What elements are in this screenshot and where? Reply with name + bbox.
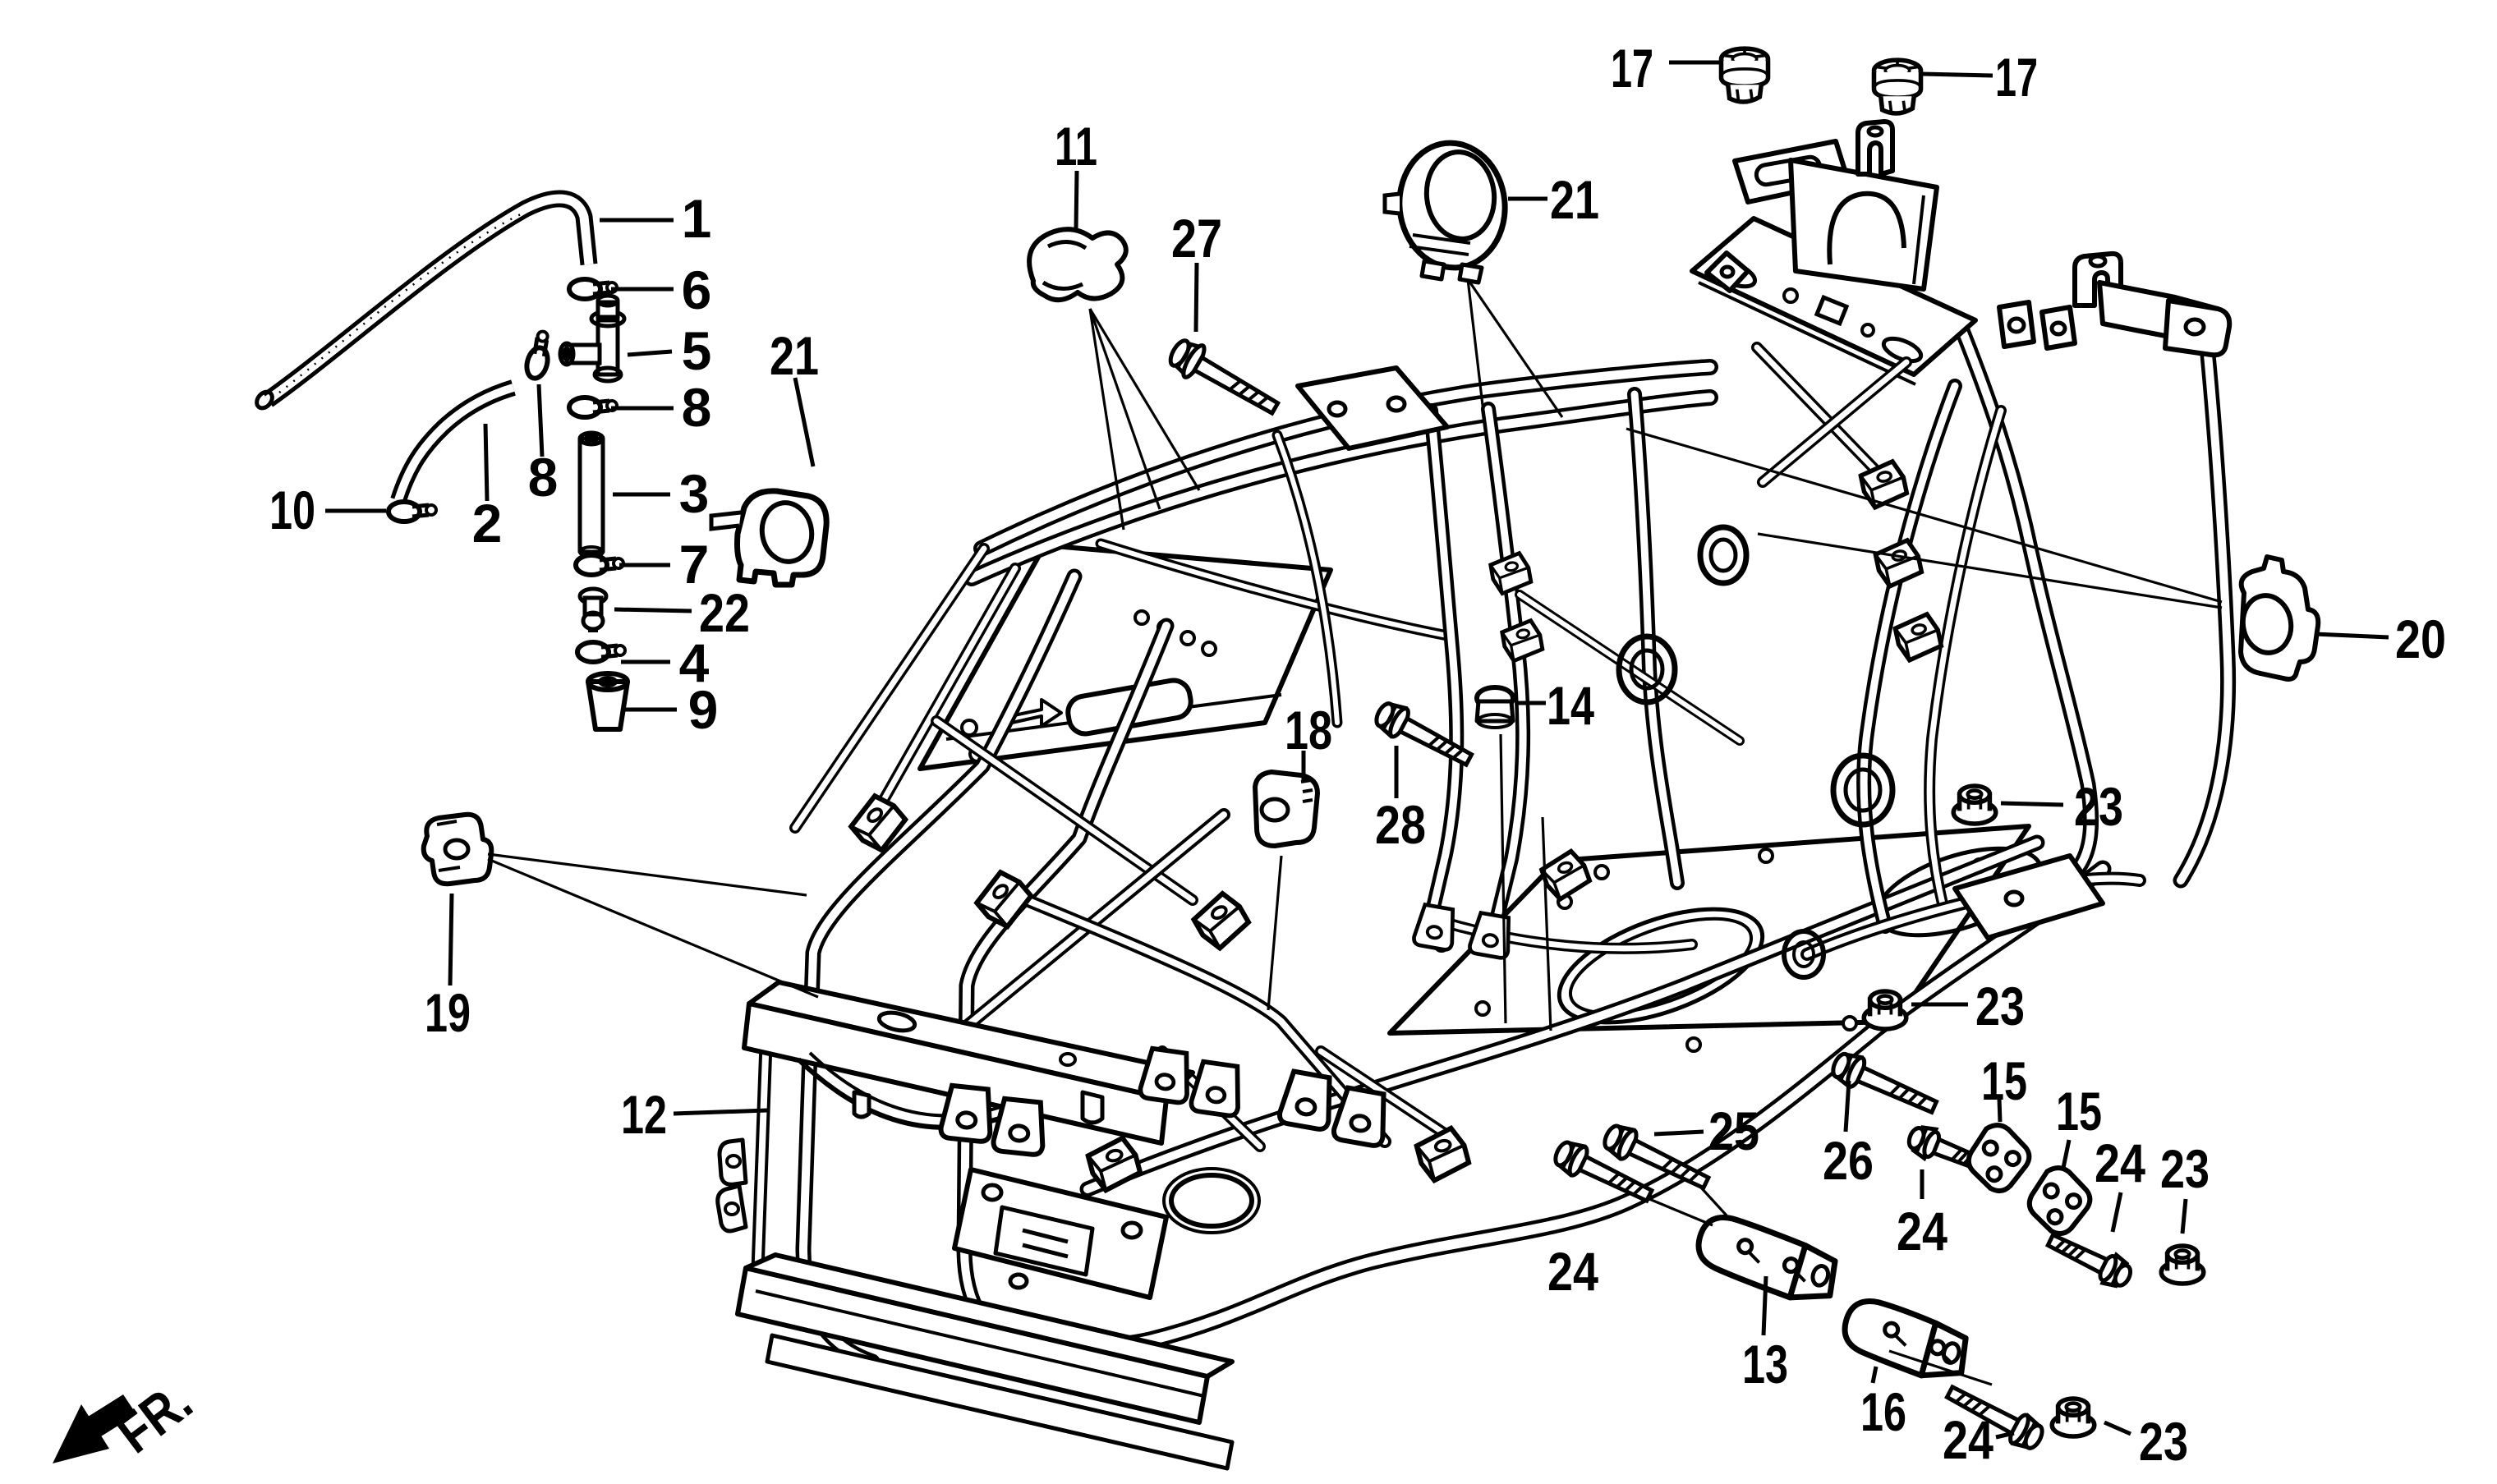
svg-text:2: 2: [472, 493, 503, 554]
svg-text:20: 20: [2395, 609, 2446, 669]
svg-text:25: 25: [1708, 1100, 1759, 1161]
svg-text:13: 13: [1742, 1334, 1788, 1394]
svg-text:24: 24: [2095, 1133, 2145, 1193]
svg-text:26: 26: [1823, 1130, 1874, 1191]
svg-text:27: 27: [1171, 208, 1222, 269]
svg-text:23: 23: [2160, 1138, 2210, 1199]
svg-text:23: 23: [1975, 976, 2025, 1036]
svg-text:18: 18: [1285, 700, 1332, 760]
svg-text:4: 4: [679, 632, 710, 693]
svg-text:15: 15: [1981, 1050, 2027, 1111]
svg-text:24: 24: [1547, 1241, 1598, 1302]
svg-text:23: 23: [2139, 1411, 2188, 1472]
svg-text:21: 21: [1550, 169, 1599, 230]
svg-text:21: 21: [770, 325, 819, 386]
svg-text:5: 5: [682, 320, 712, 381]
svg-text:17: 17: [1611, 38, 1653, 99]
svg-text:6: 6: [682, 260, 712, 320]
svg-text:23: 23: [2074, 776, 2123, 837]
svg-text:9: 9: [688, 679, 719, 740]
svg-text:8: 8: [682, 377, 712, 438]
svg-text:28: 28: [1375, 794, 1426, 855]
svg-text:1: 1: [682, 188, 712, 249]
svg-text:12: 12: [621, 1084, 667, 1145]
svg-text:17: 17: [1995, 47, 2038, 108]
svg-text:19: 19: [425, 982, 471, 1043]
svg-text:8: 8: [528, 447, 559, 508]
svg-text:7: 7: [679, 534, 710, 595]
svg-text:16: 16: [1860, 1381, 1906, 1442]
svg-text:22: 22: [699, 582, 750, 643]
svg-text:24: 24: [1943, 1409, 1993, 1470]
svg-text:11: 11: [1055, 116, 1097, 177]
svg-text:14: 14: [1547, 675, 1594, 736]
svg-text:15: 15: [2056, 1081, 2102, 1142]
svg-text:24: 24: [1897, 1201, 1947, 1261]
svg-text:3: 3: [679, 463, 710, 524]
svg-text:10: 10: [269, 480, 315, 540]
